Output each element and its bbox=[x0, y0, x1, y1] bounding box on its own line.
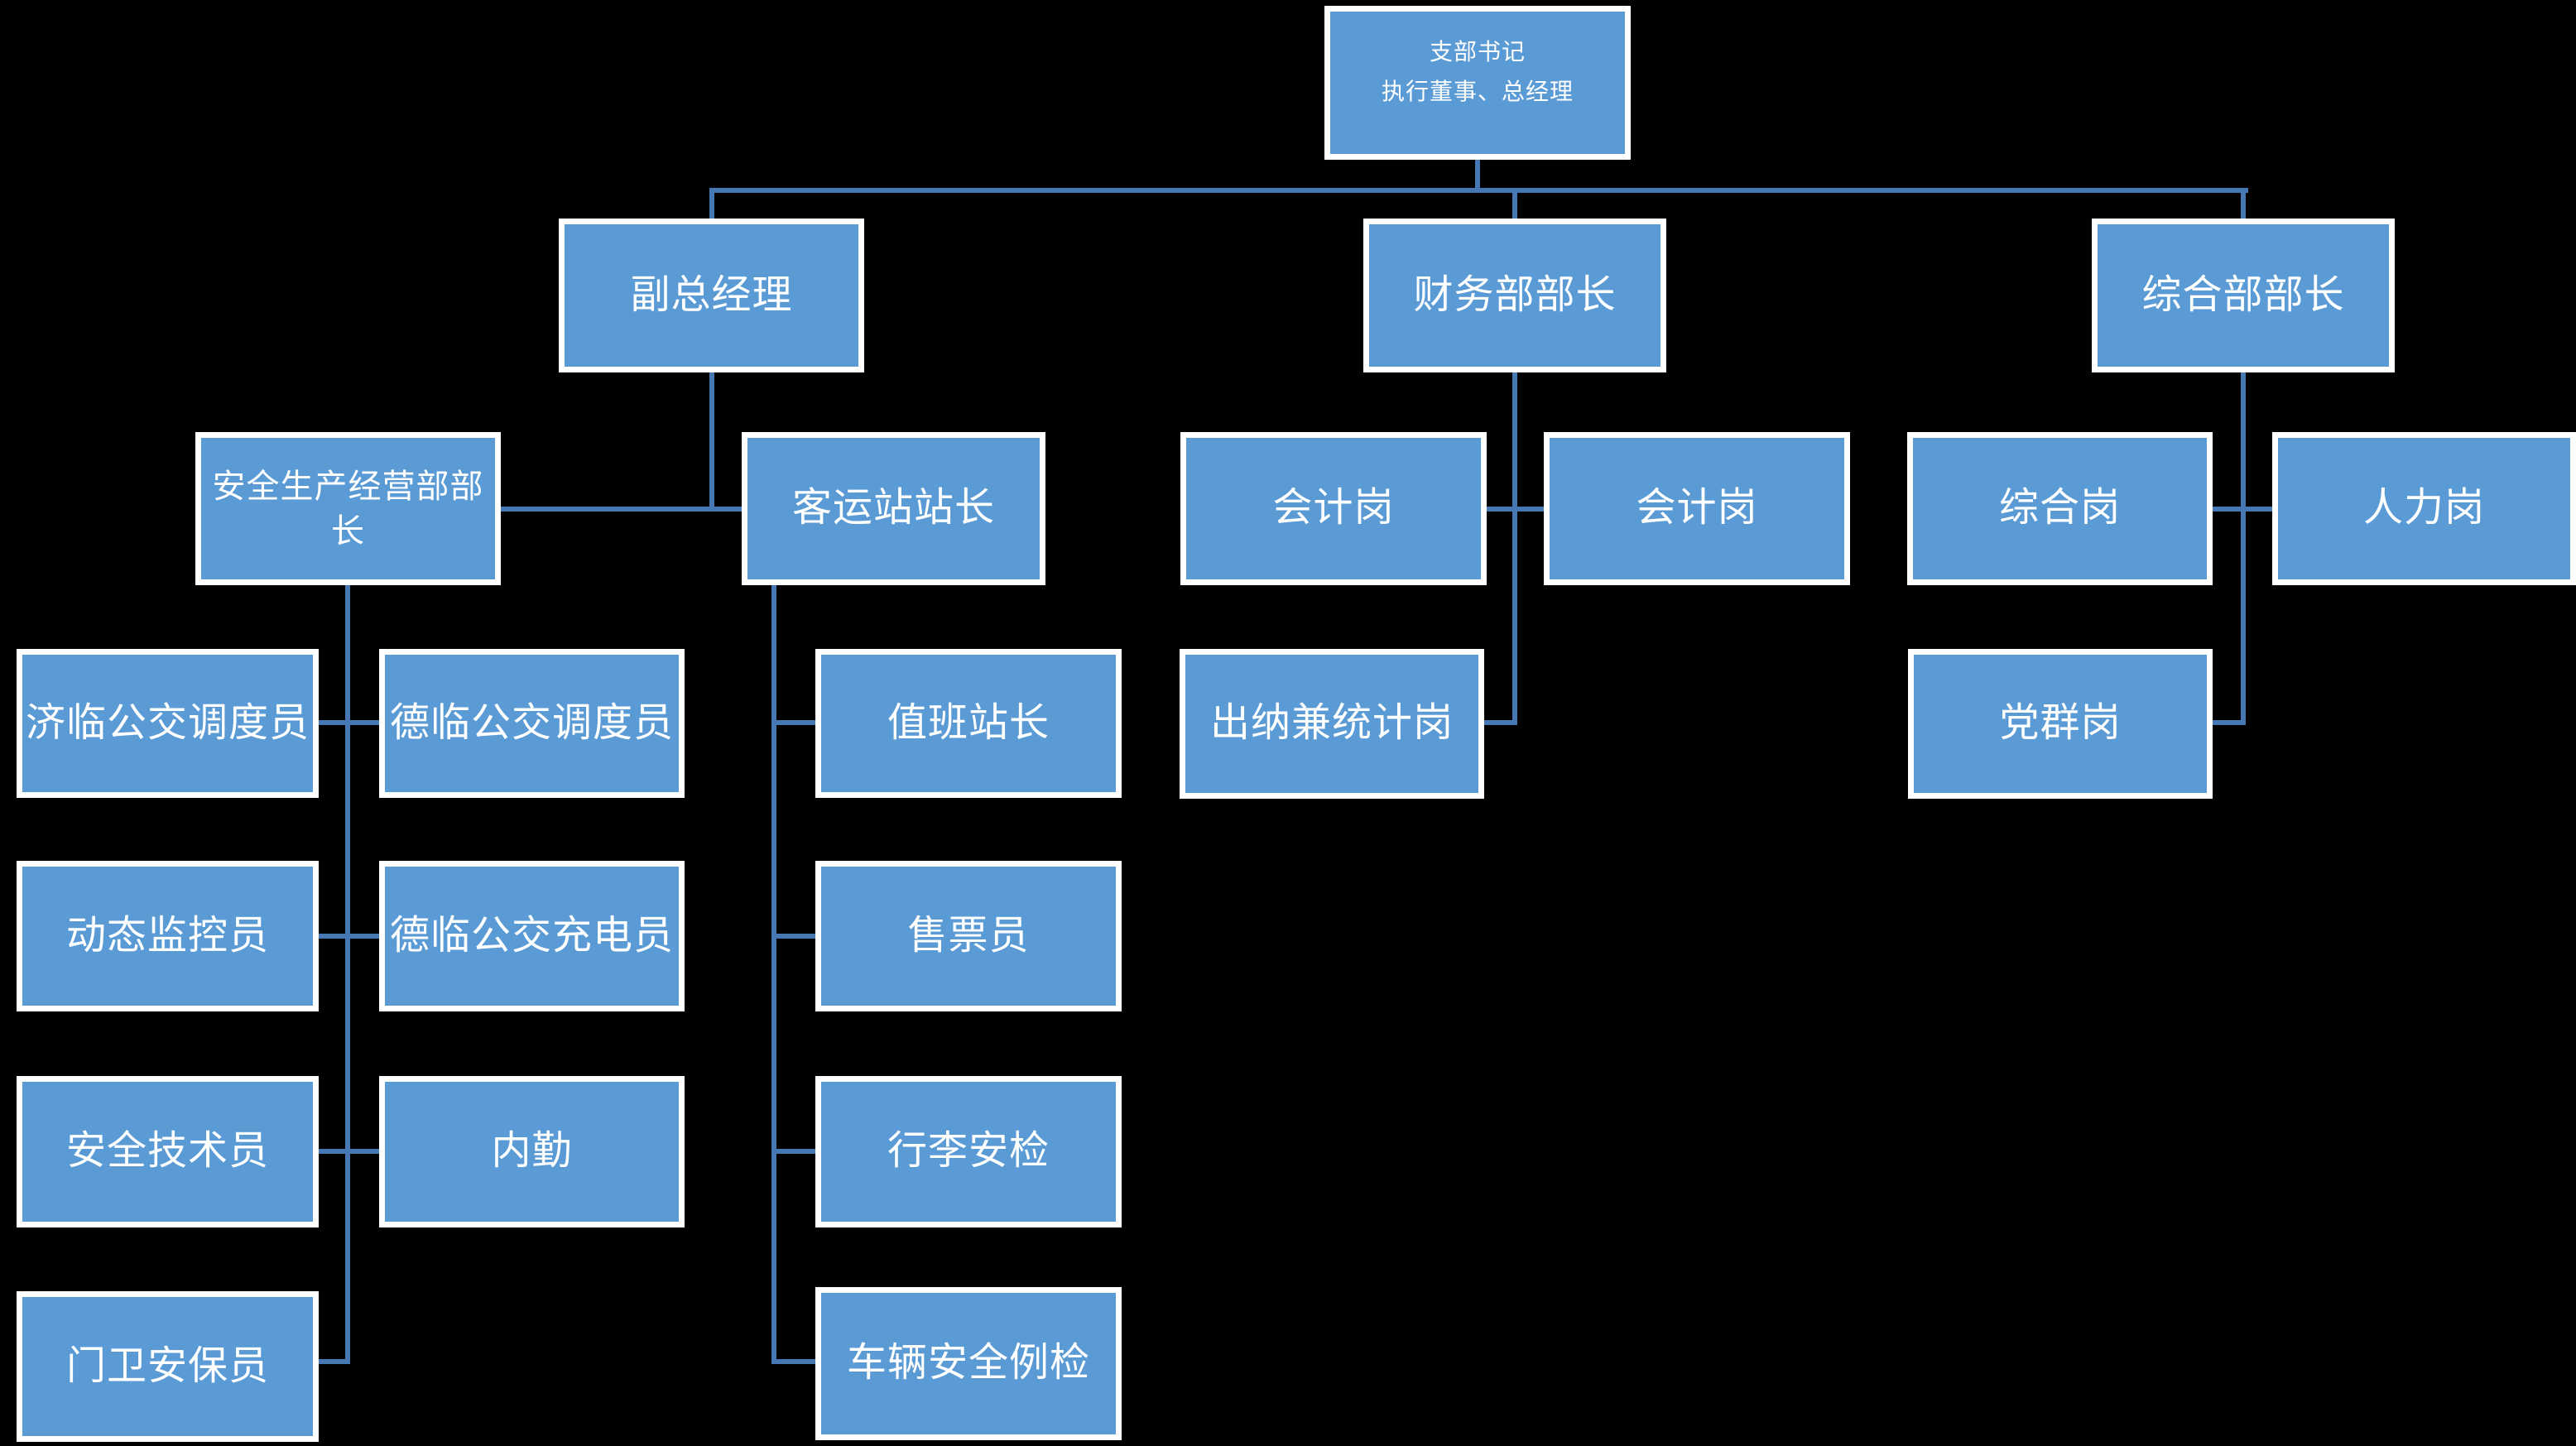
connector-finance-trunk bbox=[1512, 372, 1517, 725]
org-node-dynamic-monitor: 动态监控员 bbox=[17, 861, 319, 1011]
org-node-hr-post: 人力岗 bbox=[2272, 432, 2576, 585]
org-node-luggage-security: 行李安检 bbox=[815, 1076, 1122, 1227]
org-node-label: 执行董事、总经理 bbox=[1381, 79, 1574, 104]
connector-general-trunk bbox=[2241, 372, 2246, 725]
connector-drop-general-head bbox=[2241, 193, 2246, 219]
org-node-station-chief: 客运站站长 bbox=[742, 432, 1045, 585]
org-node-jilin-bus-dispatcher: 济临公交调度员 bbox=[17, 649, 319, 798]
connector-stub-duty-chief bbox=[776, 720, 815, 725]
connector-elbow-vehicle bbox=[771, 1359, 815, 1364]
connector-general-hr bbox=[2213, 507, 2272, 512]
connector-accountants bbox=[1487, 507, 1544, 512]
org-node-general-head: 综合部部长 bbox=[2092, 219, 2395, 372]
org-node-deputy-gm: 副总经理 bbox=[559, 219, 864, 372]
org-node-safety-technician: 安全技术员 bbox=[17, 1076, 319, 1227]
connector-safety-trunk bbox=[345, 585, 350, 1364]
org-node-office-clerk: 内勤 bbox=[379, 1076, 685, 1227]
org-node-finance-head: 财务部部长 bbox=[1363, 219, 1666, 372]
org-node-delin-bus-charger: 德临公交充电员 bbox=[379, 861, 685, 1011]
connector-elbow-party bbox=[2213, 720, 2246, 725]
org-node-delin-bus-dispatcher: 德临公交调度员 bbox=[379, 649, 685, 798]
org-node-party-post: 党群岗 bbox=[1908, 649, 2213, 799]
org-node-vehicle-safety-inspection: 车辆安全例检 bbox=[815, 1287, 1122, 1440]
org-node-duty-station-chief: 值班站长 bbox=[815, 649, 1122, 798]
connector-safety-to-station bbox=[501, 507, 742, 512]
org-node-general-post: 综合岗 bbox=[1907, 432, 2213, 585]
connector-drop-finance-head bbox=[1512, 193, 1517, 219]
org-node-gate-guard: 门卫安保员 bbox=[17, 1291, 319, 1442]
connector-deputy-gm-down bbox=[709, 372, 714, 512]
connector-top-horizontal bbox=[709, 188, 2248, 193]
connector-stub-tech-clerk bbox=[319, 1149, 379, 1154]
connector-root-down bbox=[1475, 160, 1480, 188]
connector-elbow-gate-guard bbox=[319, 1359, 350, 1364]
org-node-branch-secretary: 支部书记 执行董事、总经理 bbox=[1324, 6, 1631, 160]
connector-stub-ticket-seller bbox=[776, 934, 815, 939]
connector-station-trunk bbox=[771, 585, 776, 1364]
org-node-accountant-2: 会计岗 bbox=[1544, 432, 1850, 585]
org-node-accountant-1: 会计岗 bbox=[1180, 432, 1487, 585]
connector-stub-monitor-charger bbox=[319, 934, 379, 939]
org-node-ticket-seller: 售票员 bbox=[815, 861, 1122, 1011]
connector-stub-luggage bbox=[776, 1149, 815, 1154]
org-node-safety-dept-head: 安全生产经营部部长 bbox=[195, 432, 501, 585]
org-node-cashier-statistics: 出纳兼统计岗 bbox=[1180, 649, 1484, 799]
connector-elbow-cashier bbox=[1484, 720, 1517, 725]
connector-stub-dispatchers bbox=[319, 720, 379, 725]
org-node-label: 支部书记 bbox=[1429, 39, 1526, 65]
connector-drop-deputy-gm bbox=[709, 193, 714, 219]
